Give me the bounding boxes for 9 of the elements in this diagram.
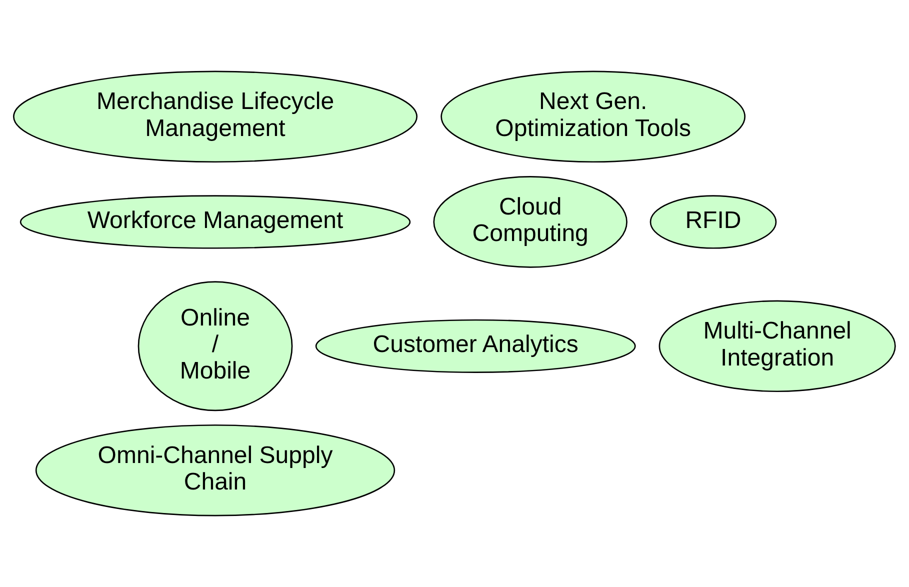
node-ellipse: Merchandise Lifecycle Management — [13, 70, 418, 163]
node-ellipse: Customer Analytics — [315, 319, 636, 373]
node-ellipse: Cloud Computing — [433, 176, 628, 268]
node-ellipse: Omni-Channel Supply Chain — [35, 424, 396, 516]
node-ellipse: Multi-Channel Integration — [658, 300, 896, 392]
node-ellipse: Online / Mobile — [138, 281, 293, 412]
node-ellipse: RFID — [650, 195, 777, 249]
node-ellipse: Next Gen. Optimization Tools — [440, 70, 746, 163]
node-ellipse: Workforce Management — [20, 195, 411, 249]
